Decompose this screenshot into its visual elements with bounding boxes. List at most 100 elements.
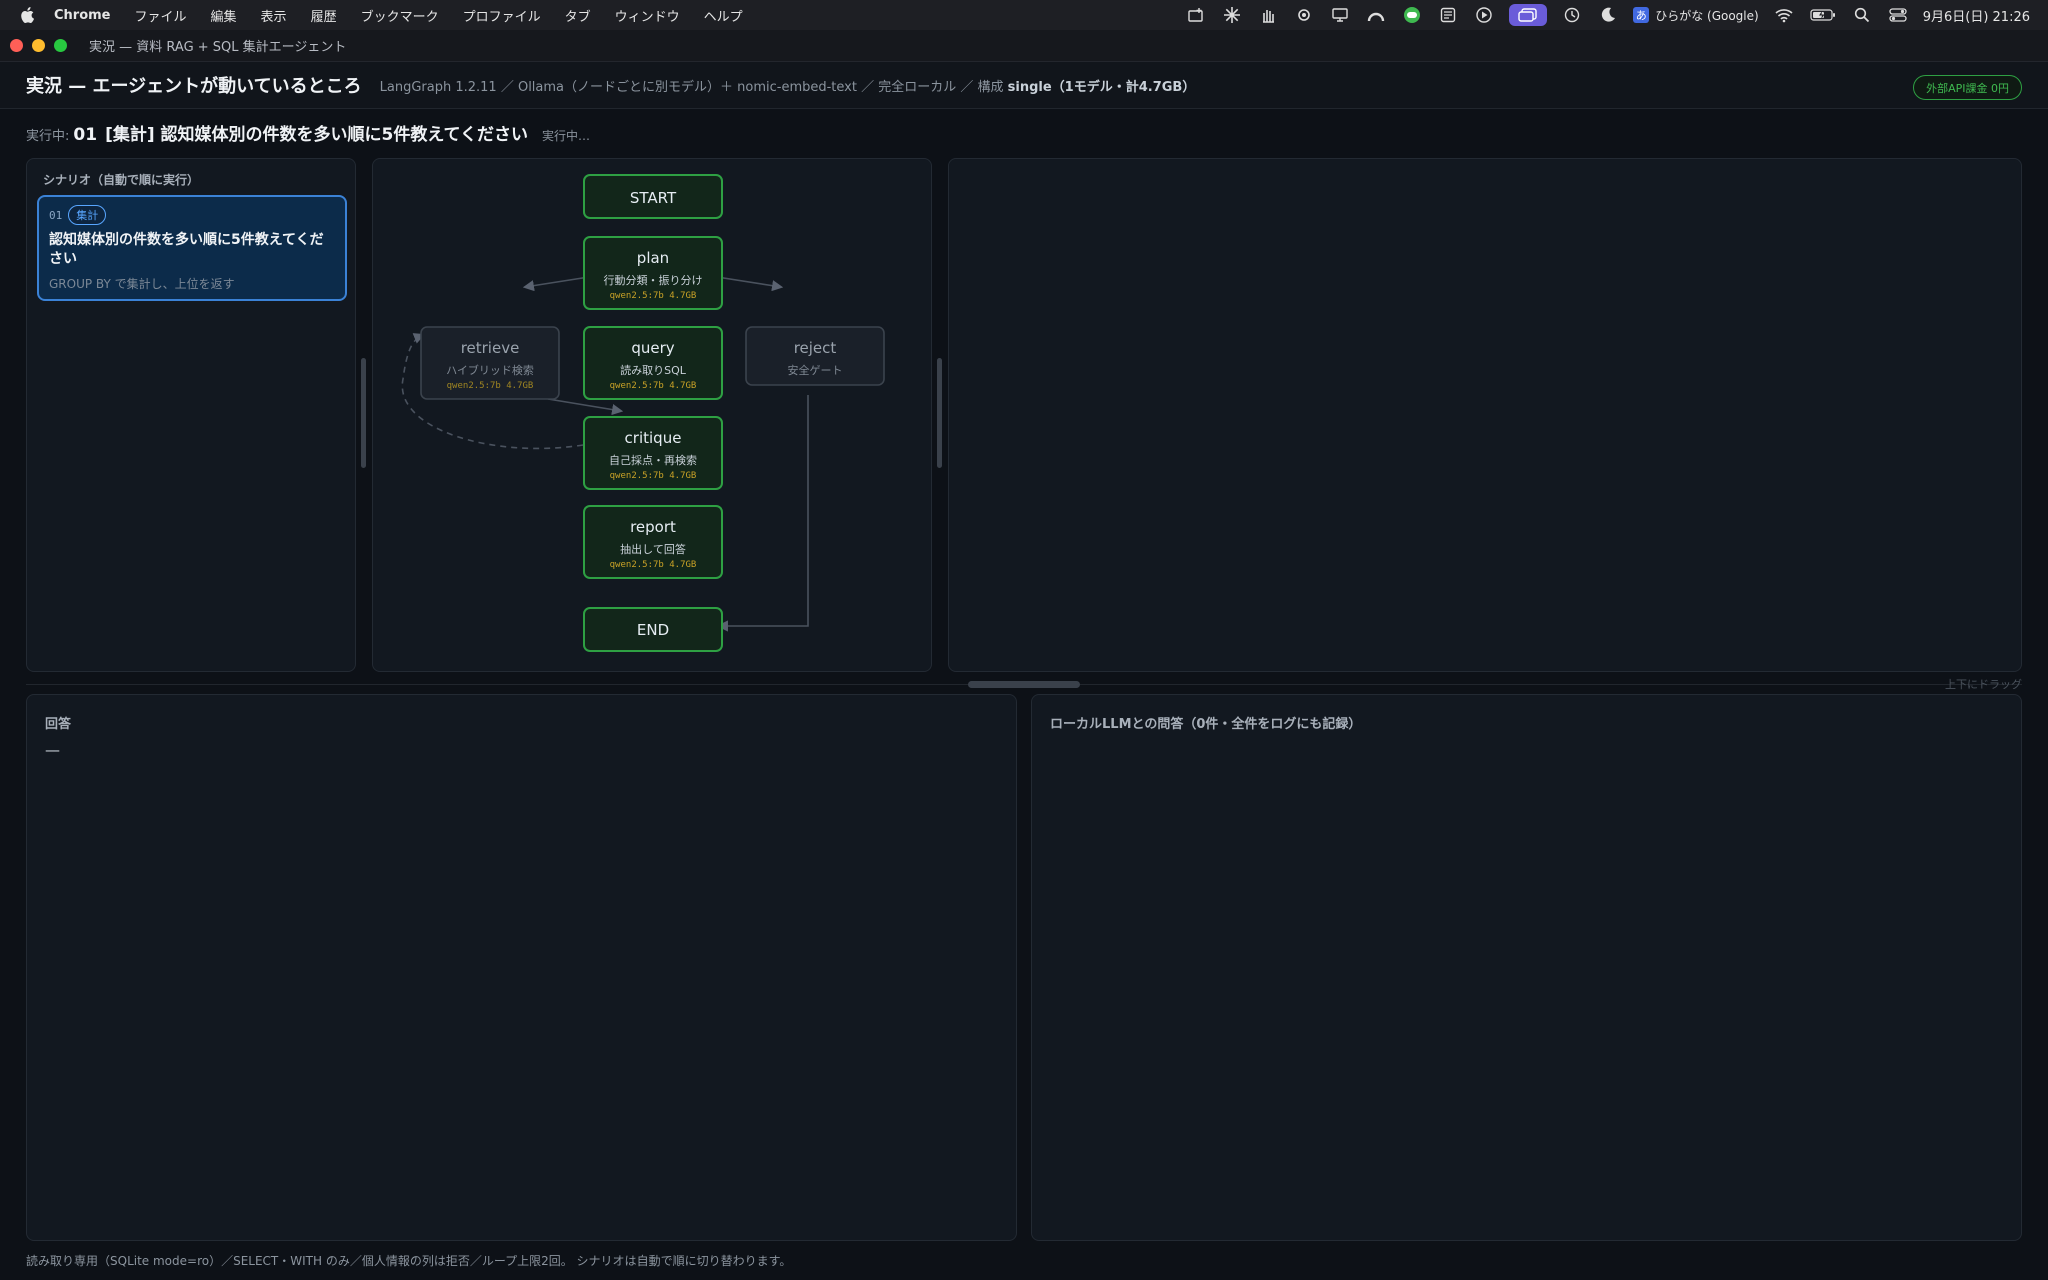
play-circle-icon[interactable] xyxy=(1473,6,1495,24)
node-query[interactable]: query 読み取りSQL qwen2.5:7b 4.7GB xyxy=(583,326,723,400)
menu-view[interactable]: 表示 xyxy=(260,9,287,25)
wifi-icon[interactable] xyxy=(1773,6,1795,24)
edge-reject-end xyxy=(716,395,809,632)
drag-hint: 上下にドラッグ xyxy=(1945,678,2022,691)
menu-file[interactable]: ファイル xyxy=(134,9,187,25)
scenario-panel: シナリオ（自動で順に実行） 01 集計 認知媒体別の件数を多い順に5件教えてくだ… xyxy=(26,158,356,672)
node-report[interactable]: report 抽出して回答 qwen2.5:7b 4.7GB xyxy=(583,505,723,579)
vertical-resize-handle[interactable] xyxy=(968,681,1080,688)
api-cost-badge: 外部API課金 0円 xyxy=(1913,75,2022,100)
node-critique[interactable]: critique 自己採点・再検索 qwen2.5:7b 4.7GB xyxy=(583,416,723,490)
menu-app-name[interactable]: Chrome xyxy=(54,7,111,23)
node-plan[interactable]: plan 行動分類・振り分け qwen2.5:7b 4.7GB xyxy=(583,236,723,310)
zoom-window-button[interactable] xyxy=(54,39,67,52)
node-start[interactable]: START xyxy=(583,174,723,219)
app-header: 実況 — エージェントが動いているところ LangGraph 1.2.11 ／ … xyxy=(0,62,2048,109)
gear-icon[interactable] xyxy=(1293,6,1315,24)
line-chat-icon[interactable] xyxy=(1401,6,1423,24)
panel-resize-handle-left[interactable] xyxy=(361,358,366,468)
runtime-meta-prefix: LangGraph 1.2.11 ／ Ollama（ノードごとに別モデル）＋ n… xyxy=(379,79,1008,95)
node-retrieve-label: retrieve xyxy=(461,339,520,357)
llm-log-panel: ローカルLLMとの問答（0件・全件をログにも記録） xyxy=(1031,694,2022,1241)
node-plan-sub: 行動分類・振り分け xyxy=(604,273,703,287)
menu-profile[interactable]: プロファイル xyxy=(462,9,541,25)
node-query-label: query xyxy=(631,339,674,357)
scenario-panel-title: シナリオ（自動で順に実行） xyxy=(43,173,200,187)
node-retrieve-sub: ハイブリッド検索 xyxy=(446,363,534,377)
moon-icon[interactable] xyxy=(1597,6,1619,24)
scenario-category-tag: 集計 xyxy=(68,205,107,225)
node-end[interactable]: END xyxy=(583,607,723,652)
spotlight-search-icon[interactable] xyxy=(1851,6,1873,24)
menu-tab[interactable]: タブ xyxy=(564,9,591,25)
apple-icon[interactable] xyxy=(20,7,40,23)
battery-icon[interactable] xyxy=(1809,6,1837,24)
scenario-card-active[interactable]: 01 集計 認知媒体別の件数を多い順に5件教えてください GROUP BY で集… xyxy=(37,195,347,301)
running-question: 01 [集計] 認知媒体別の件数を多い順に5件教えてください xyxy=(73,120,528,145)
screenshot-icon[interactable] xyxy=(1185,6,1207,24)
scenario-description: GROUP BY で集計し、上位を返す xyxy=(49,277,235,291)
answer-panel: 回答 — xyxy=(26,694,1017,1241)
node-retrieve-model: qwen2.5:7b 4.7GB xyxy=(447,381,534,391)
node-reject-sub: 安全ゲート xyxy=(788,363,843,377)
agent-graph-panel: START plan 行動分類・振り分け qwen2.5:7b 4.7GB re… xyxy=(372,158,932,672)
llm-log-panel-title: ローカルLLMとの問答（0件・全件をログにも記録） xyxy=(1050,717,1362,732)
menu-edit[interactable]: 編集 xyxy=(210,9,237,25)
window-controls xyxy=(10,39,67,52)
node-report-sub: 抽出して回答 xyxy=(620,542,686,556)
input-method-menu[interactable]: あ ひらがな (Google) xyxy=(1633,6,1759,24)
running-status-line: 実行中: 01 [集計] 認知媒体別の件数を多い順に5件教えてください 実行中… xyxy=(26,120,590,146)
hand-icon[interactable] xyxy=(1257,6,1279,24)
node-critique-model: qwen2.5:7b 4.7GB xyxy=(610,471,697,481)
ime-hiragana-icon: あ xyxy=(1633,7,1650,23)
node-end-label: END xyxy=(637,621,669,639)
arch-icon[interactable] xyxy=(1365,6,1387,24)
node-reject[interactable]: reject 安全ゲート xyxy=(745,326,885,386)
sparkle-icon[interactable] xyxy=(1221,6,1243,24)
footer-note: 読み取り専用（SQLite mode=ro）／SELECT・WITH のみ／個人… xyxy=(26,1254,792,1268)
running-question-number: 01 xyxy=(73,125,98,145)
node-query-model: qwen2.5:7b 4.7GB xyxy=(610,381,697,391)
scenario-title: 認知媒体別の件数を多い順に5件教えてください xyxy=(49,232,324,267)
panel-resize-handle-right[interactable] xyxy=(937,358,942,468)
answer-text: — xyxy=(45,741,60,759)
control-center-icon[interactable] xyxy=(1887,6,1909,24)
macos-menu-bar: Chrome ファイル 編集 表示 履歴 ブックマーク プロファイル タブ ウィ… xyxy=(0,0,2048,30)
display-icon[interactable] xyxy=(1329,6,1351,24)
node-query-sub: 読み取りSQL xyxy=(620,363,687,377)
time-machine-icon[interactable] xyxy=(1561,6,1583,24)
window-title-bar: 実況 — 資料 RAG + SQL 集計エージェント xyxy=(0,30,2048,62)
edge-critique-retrieve-loop xyxy=(401,333,584,450)
edge-retrieve-critique xyxy=(547,398,624,416)
node-critique-label: critique xyxy=(625,429,682,447)
node-report-model: qwen2.5:7b 4.7GB xyxy=(610,560,697,570)
node-start-label: START xyxy=(630,189,677,207)
scenario-card-header: 01 集計 xyxy=(49,205,335,225)
menu-history[interactable]: 履歴 xyxy=(310,9,337,25)
menu-bar-extras: あ ひらがな (Google) 9月6日(日) 21:26 xyxy=(1185,0,2030,30)
runtime-config: single（1モデル・計4.7GB） xyxy=(1007,79,1196,95)
window-title: 実況 — 資料 RAG + SQL 集計エージェント xyxy=(89,40,347,55)
page-title: 実況 — エージェントが動いているところ xyxy=(26,76,362,97)
notes-icon[interactable] xyxy=(1437,6,1459,24)
agent-graph: START plan 行動分類・振り分け qwen2.5:7b 4.7GB re… xyxy=(401,174,885,652)
menu-help[interactable]: ヘルプ xyxy=(703,9,743,25)
running-label: 実行中: xyxy=(26,129,70,144)
node-critique-sub: 自己採点・再検索 xyxy=(609,453,697,467)
running-question-text: [集計] 認知媒体別の件数を多い順に5件教えてください xyxy=(105,125,528,145)
stage-manager-icon[interactable] xyxy=(1509,4,1548,26)
answer-panel-title: 回答 xyxy=(45,717,72,732)
node-plan-label: plan xyxy=(637,249,669,267)
node-plan-model: qwen2.5:7b 4.7GB xyxy=(610,291,697,301)
node-report-label: report xyxy=(630,518,676,536)
node-retrieve[interactable]: retrieve ハイブリッド検索 qwen2.5:7b 4.7GB xyxy=(420,326,560,400)
running-state: 実行中… xyxy=(542,129,591,143)
runtime-meta: LangGraph 1.2.11 ／ Ollama（ノードごとに別モデル）＋ n… xyxy=(380,76,1196,95)
menu-window[interactable]: ウィンドウ xyxy=(614,9,680,25)
minimize-window-button[interactable] xyxy=(32,39,45,52)
scenario-index: 01 xyxy=(49,208,63,222)
node-reject-label: reject xyxy=(794,339,837,357)
menu-bookmarks[interactable]: ブックマーク xyxy=(360,9,439,25)
menu-bar-clock[interactable]: 9月6日(日) 21:26 xyxy=(1922,9,2030,25)
close-window-button[interactable] xyxy=(10,39,23,52)
